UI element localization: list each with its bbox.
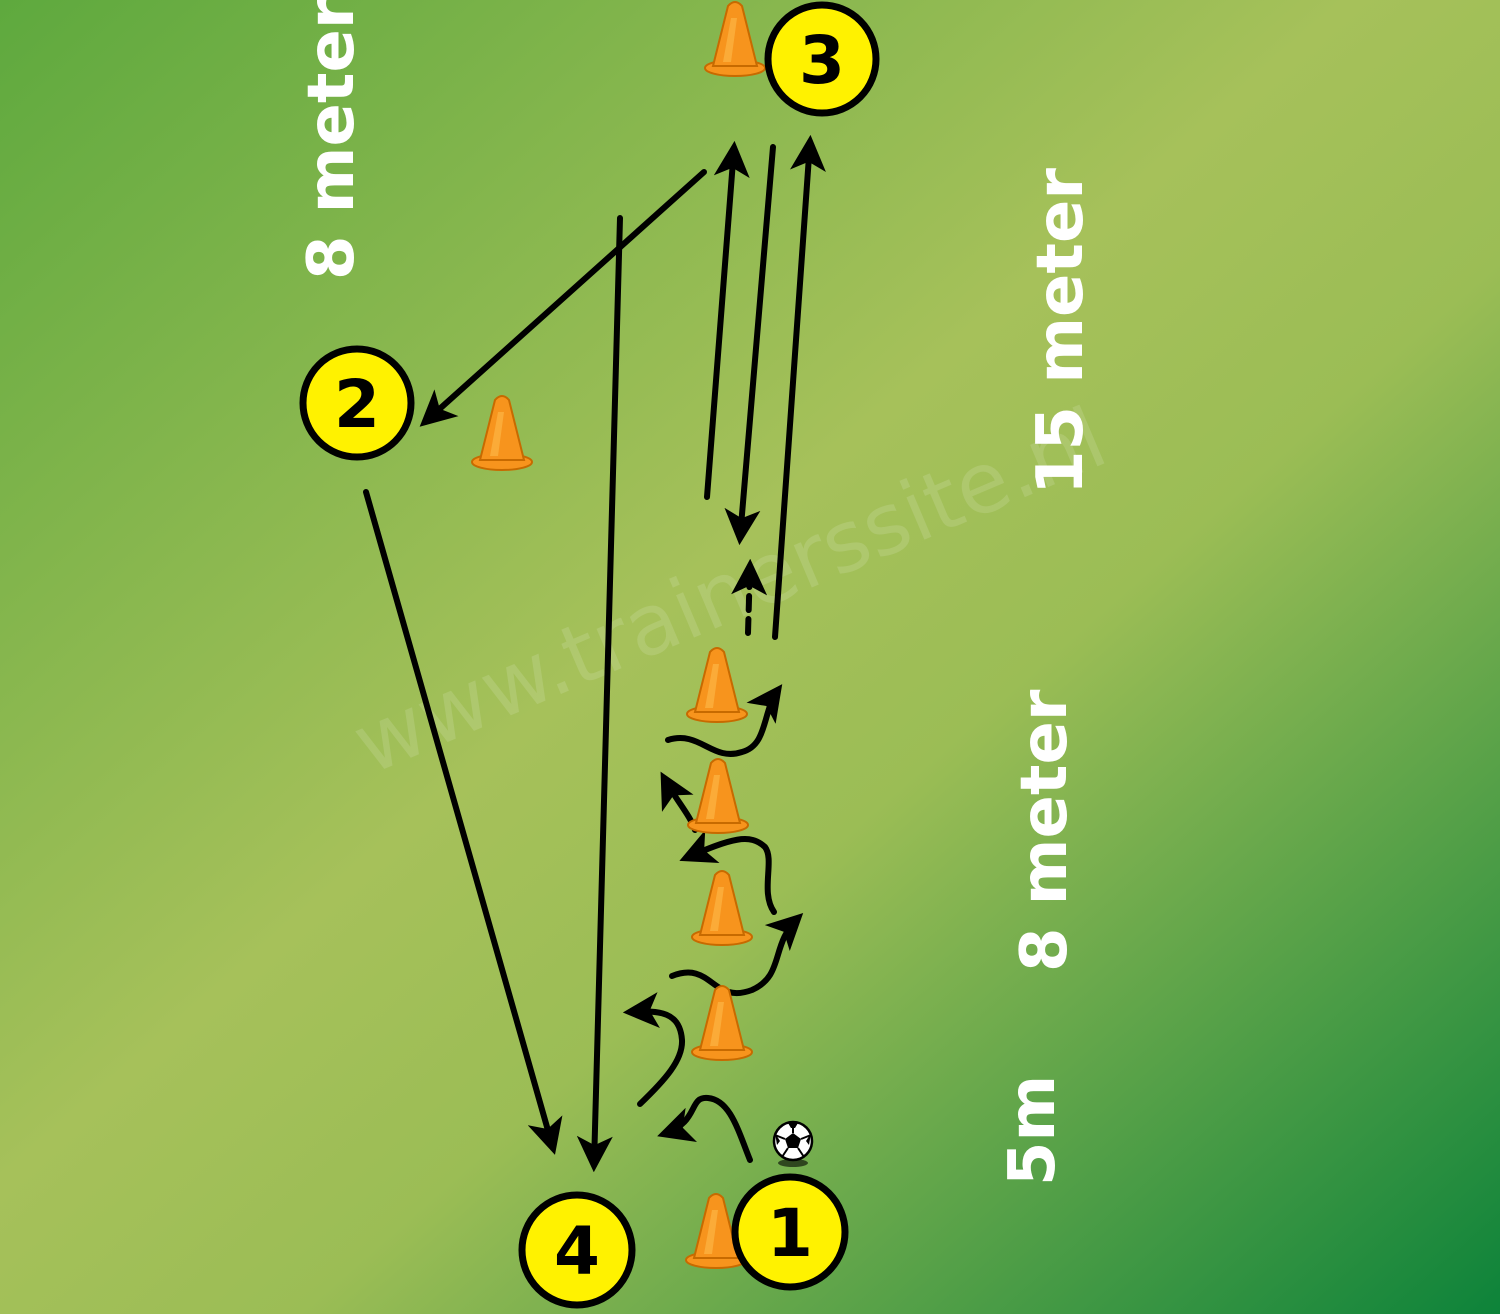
player-3-number: 3 [799,22,845,99]
player-1: 1 [731,1173,849,1291]
dashed-run-line [731,558,768,636]
player-2-number: 2 [334,366,380,443]
pass-line-3-to-2 [419,169,707,427]
ball-icon [772,1120,814,1167]
label-top-left: 8 meter [295,0,369,280]
label-right-top: 15 meter [1024,168,1098,495]
dribble-path-6 [665,684,783,757]
pass-line-3-down [724,144,776,546]
player-3: 3 [764,1,880,117]
run-line-up-left [704,140,750,500]
run-line-2-to-4 [363,489,563,1155]
player-4-number: 4 [554,1213,600,1290]
run-line-to-4 [576,215,623,1173]
label-right-bottom: 5m [996,1075,1070,1186]
dribble-path-1 [657,1094,753,1163]
dribble-path-3 [669,912,804,997]
player-1-number: 1 [767,1195,813,1272]
label-right-middle: 8 meter [1008,689,1082,972]
player-4: 4 [518,1191,636,1309]
player-2: 2 [299,345,415,461]
dribble-path-2 [622,992,686,1107]
pass-line-up-to-3 [772,134,826,640]
dribble-path-4 [679,830,777,915]
